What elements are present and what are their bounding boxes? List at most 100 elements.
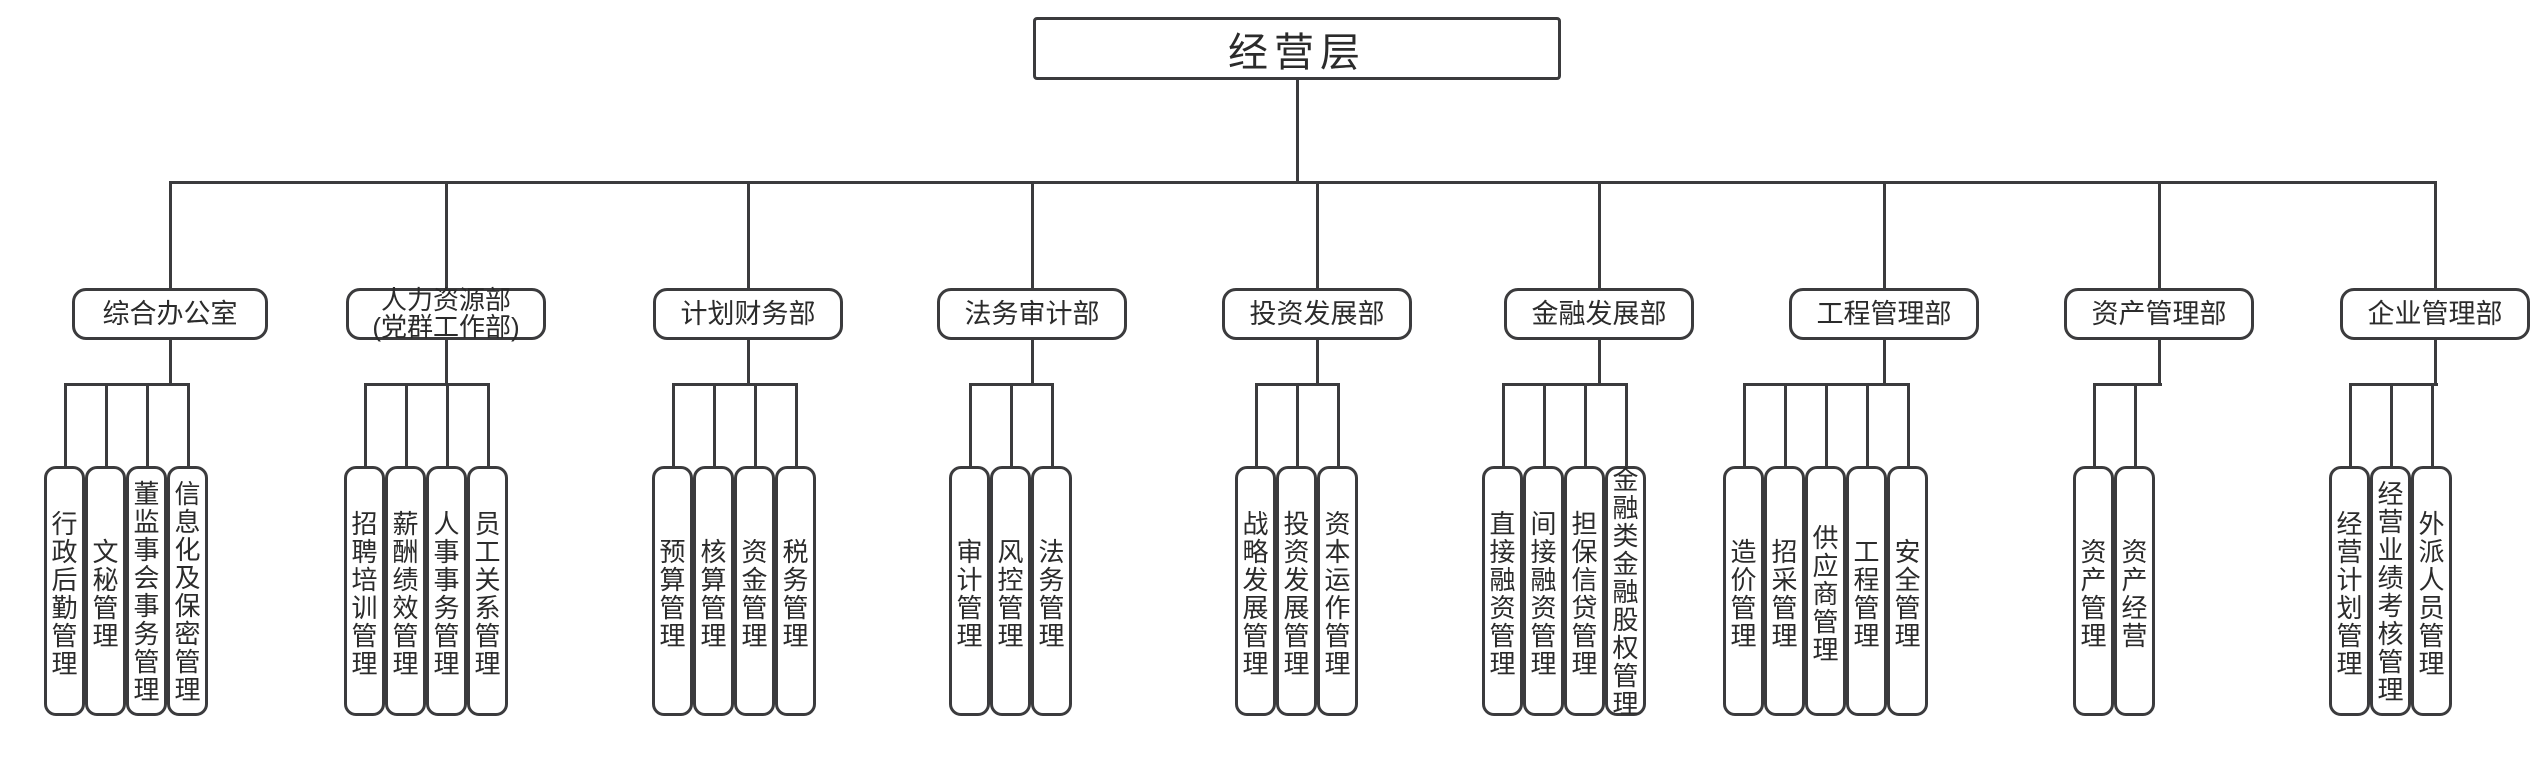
leaf-drop	[1296, 383, 1299, 469]
leaf-drop	[405, 383, 408, 469]
leaf-label: 经营业绩考核管理	[2374, 480, 2404, 704]
leaf-node[interactable]: 资产经营	[2114, 466, 2155, 716]
leaf-label: 资产经营	[2118, 538, 2148, 650]
leaf-drop	[2349, 383, 2352, 469]
leaf-drop	[1743, 383, 1746, 469]
department-node-7[interactable]: 工程管理部	[1789, 288, 1979, 340]
leaf-label: 战略发展管理	[1239, 510, 1269, 678]
leaf-node[interactable]: 信息化及保密管理	[167, 466, 208, 716]
leaf-drop	[1010, 383, 1013, 469]
leaf-node[interactable]: 工程管理	[1846, 466, 1887, 716]
leaf-node[interactable]: 预算管理	[652, 466, 693, 716]
leaf-bus	[364, 383, 490, 386]
leaf-label: 税务管理	[779, 538, 809, 650]
department-stem	[747, 340, 750, 386]
leaf-node[interactable]: 招聘培训管理	[344, 466, 385, 716]
leaf-label: 人事事务管理	[430, 510, 460, 678]
department-drop	[747, 181, 750, 288]
root-stem	[1296, 80, 1299, 184]
leaf-label: 法务管理	[1035, 538, 1065, 650]
department-label: 人力资源部 (党群工作部)	[372, 284, 520, 342]
leaf-label: 金融类金融股权管理	[1609, 466, 1639, 718]
leaf-node[interactable]: 行政后勤管理	[44, 466, 85, 716]
leaf-drop	[1543, 383, 1546, 469]
leaf-node[interactable]: 资产管理	[2073, 466, 2114, 716]
leaf-drop	[64, 383, 67, 469]
leaf-node[interactable]: 文秘管理	[85, 466, 126, 716]
leaf-drop	[1866, 383, 1869, 469]
leaf-node[interactable]: 风控管理	[990, 466, 1031, 716]
leaf-node[interactable]: 投资发展管理	[1276, 466, 1317, 716]
department-node-5[interactable]: 投资发展部	[1222, 288, 1412, 340]
leaf-node[interactable]: 造价管理	[1723, 466, 1764, 716]
department-stem	[2158, 340, 2161, 386]
leaf-label: 员工关系管理	[471, 510, 501, 678]
leaf-drop	[713, 383, 716, 469]
leaf-node[interactable]: 担保信贷管理	[1564, 466, 1605, 716]
leaf-drop	[1625, 383, 1628, 469]
leaf-drop	[1051, 383, 1054, 469]
leaf-node[interactable]: 人事事务管理	[426, 466, 467, 716]
leaf-bus	[64, 383, 190, 386]
leaf-node[interactable]: 安全管理	[1887, 466, 1928, 716]
leaf-drop	[2431, 383, 2434, 469]
leaf-label: 行政后勤管理	[48, 510, 78, 678]
leaf-node[interactable]: 直接融资管理	[1482, 466, 1523, 716]
leaf-drop	[1337, 383, 1340, 469]
leaf-bus	[1502, 383, 1628, 386]
leaf-node[interactable]: 招采管理	[1764, 466, 1805, 716]
leaf-node[interactable]: 核算管理	[693, 466, 734, 716]
root-node[interactable]: 经营层	[1033, 17, 1561, 80]
leaf-label: 外派人员管理	[2415, 510, 2445, 678]
leaf-label: 招聘培训管理	[348, 510, 378, 678]
department-label: 综合办公室	[102, 298, 238, 329]
department-drop	[1316, 181, 1319, 288]
department-node-1[interactable]: 综合办公室	[72, 288, 268, 340]
department-label: 法务审计部	[964, 298, 1100, 329]
leaf-node[interactable]: 战略发展管理	[1235, 466, 1276, 716]
department-stem	[1883, 340, 1886, 386]
leaf-node[interactable]: 税务管理	[775, 466, 816, 716]
leaf-drop	[672, 383, 675, 469]
leaf-node[interactable]: 资本运作管理	[1317, 466, 1358, 716]
leaf-node[interactable]: 资金管理	[734, 466, 775, 716]
leaf-drop	[754, 383, 757, 469]
leaf-label: 审计管理	[953, 538, 983, 650]
leaf-node[interactable]: 外派人员管理	[2411, 466, 2452, 716]
leaf-node[interactable]: 供应商管理	[1805, 466, 1846, 716]
leaf-label: 预算管理	[656, 538, 686, 650]
leaf-label: 核算管理	[697, 538, 727, 650]
department-stem	[1316, 340, 1319, 386]
department-node-9[interactable]: 企业管理部	[2340, 288, 2530, 340]
leaf-drop	[1825, 383, 1828, 469]
leaf-label: 安全管理	[1891, 538, 1921, 650]
leaf-bus	[672, 383, 798, 386]
leaf-node[interactable]: 经营业绩考核管理	[2370, 466, 2411, 716]
leaf-label: 经营计划管理	[2333, 510, 2363, 678]
department-node-2[interactable]: 人力资源部 (党群工作部)	[346, 284, 546, 342]
leaf-node[interactable]: 法务管理	[1031, 466, 1072, 716]
leaf-node[interactable]: 金融类金融股权管理	[1605, 466, 1646, 718]
department-label: 计划财务部	[680, 298, 816, 329]
leaf-node[interactable]: 经营计划管理	[2329, 466, 2370, 716]
leaf-node[interactable]: 间接融资管理	[1523, 466, 1564, 716]
department-node-3[interactable]: 计划财务部	[653, 288, 843, 340]
leaf-node[interactable]: 薪酬绩效管理	[385, 466, 426, 716]
leaf-bus	[2349, 383, 2438, 386]
department-node-4[interactable]: 法务审计部	[937, 288, 1127, 340]
leaf-node[interactable]: 董监事会事务管理	[126, 466, 167, 716]
leaf-node[interactable]: 员工关系管理	[467, 466, 508, 716]
department-stem	[1598, 340, 1601, 386]
leaf-drop	[1502, 383, 1505, 469]
department-node-6[interactable]: 金融发展部	[1504, 288, 1694, 340]
department-node-8[interactable]: 资产管理部	[2064, 288, 2254, 340]
leaf-label: 工程管理	[1850, 538, 1880, 650]
leaf-drop	[446, 383, 449, 469]
department-stem	[445, 340, 448, 386]
leaf-drop	[969, 383, 972, 469]
leaf-node[interactable]: 审计管理	[949, 466, 990, 716]
leaf-drop	[1784, 383, 1787, 469]
leaf-drop	[187, 383, 190, 469]
leaf-label: 供应商管理	[1809, 524, 1839, 664]
leaf-label: 直接融资管理	[1486, 510, 1516, 678]
